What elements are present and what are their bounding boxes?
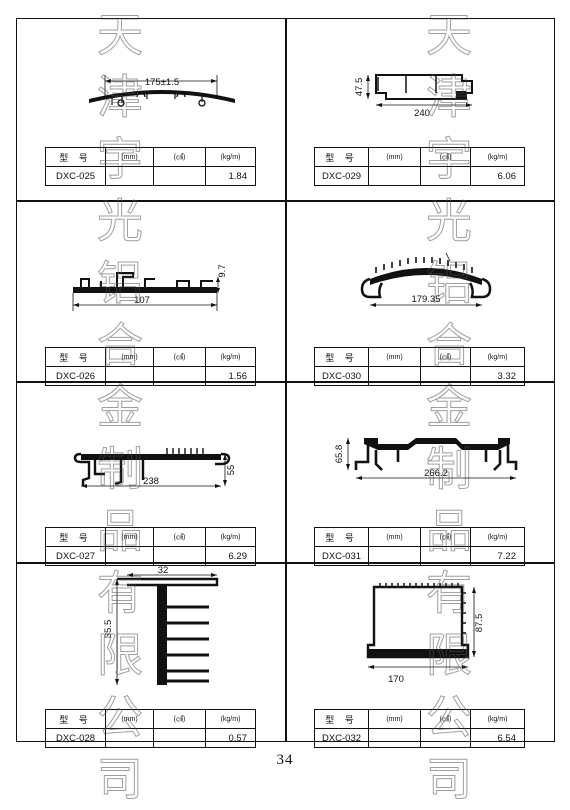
model-code: DXC-029 — [314, 166, 369, 186]
header-weight: (kg/m) — [470, 347, 525, 367]
weight-value: 1.84 — [205, 166, 256, 186]
weight-value: 0.57 — [205, 728, 256, 748]
header-weight: (kg/m) — [205, 527, 256, 547]
profile-cell-dxc-028: 32 35.5 型 号 (mm) (㎠) (kg/m) DXC-028 — [17, 563, 285, 748]
mm-value — [368, 166, 421, 186]
dim-label: 87.5 — [474, 614, 485, 633]
header-area: (㎠) — [153, 527, 206, 547]
header-model: 型 号 — [314, 347, 369, 367]
header-mm: (mm) — [105, 709, 154, 729]
header-mm: (mm) — [105, 347, 154, 367]
weight-value: 6.29 — [205, 546, 256, 566]
grid-divider-row-3 — [17, 562, 554, 564]
spec-table: 型 号 (mm) (㎠) (kg/m) DXC-032 6.54 — [314, 709, 525, 748]
weight-value: 7.22 — [470, 546, 525, 566]
header-weight: (kg/m) — [205, 147, 256, 167]
weight-value: 3.32 — [470, 366, 525, 386]
profile-cell-dxc-026: 9.7 107 型 号 (mm) (㎠) (kg/m) DXC-026 — [17, 201, 285, 386]
spec-table: 型 号 (mm) (㎠) (kg/m) DXC-030 3.32 — [314, 347, 525, 386]
dim-label: 65.8 — [334, 445, 345, 464]
model-code: DXC-032 — [314, 728, 369, 748]
weight-value: 6.06 — [470, 166, 525, 186]
header-mm: (mm) — [368, 347, 421, 367]
model-code: DXC-028 — [45, 728, 106, 748]
grid-divider-row-2 — [17, 381, 554, 383]
dim-label: 32 — [158, 565, 169, 576]
profile-cell-dxc-030: 179.35 型 号 (mm) (㎠) (kg/m) DXC-030 3.32 — [286, 201, 554, 386]
dim-label: 175±1.5 — [145, 77, 179, 88]
header-mm: (mm) — [105, 147, 154, 167]
area-value — [420, 728, 471, 748]
profile-drawing-dxc-030: 179.35 — [286, 201, 554, 329]
profile-drawing-dxc-026: 9.7 107 — [17, 201, 285, 329]
model-code: DXC-030 — [314, 366, 369, 386]
dim-label: 179.35 — [411, 294, 440, 305]
header-area: (㎠) — [420, 527, 471, 547]
profile-cell-dxc-027: 55 238 型 号 (mm) (㎠) (kg/m) DXC-027 6.29 — [17, 382, 285, 566]
header-area: (㎠) — [420, 147, 471, 167]
spec-table: 型 号 (mm) (㎠) (kg/m) DXC-028 0.57 — [45, 709, 256, 748]
profile-cell-dxc-031: 65.8 266.2 型 号 (mm) (㎠) (kg/m) DXC-031 7… — [286, 382, 554, 566]
profile-cell-dxc-032: 87.5 170 型 号 (mm) (㎠) (kg/m) DXC-032 6.5… — [286, 563, 554, 748]
header-weight: (kg/m) — [470, 709, 525, 729]
header-mm: (mm) — [368, 147, 421, 167]
dim-label: 107 — [134, 295, 150, 306]
area-value — [153, 728, 206, 748]
model-code: DXC-031 — [314, 546, 369, 566]
header-area: (㎠) — [153, 147, 206, 167]
weight-value: 1.56 — [205, 366, 256, 386]
dim-label: 47.5 — [354, 78, 365, 97]
header-model: 型 号 — [45, 527, 106, 547]
grid-divider-vertical — [285, 19, 287, 741]
header-mm: (mm) — [105, 527, 154, 547]
profile-drawing-dxc-028: 32 35.5 — [17, 563, 285, 691]
header-area: (㎠) — [153, 347, 206, 367]
dim-label: 9.7 — [217, 264, 228, 277]
header-weight: (kg/m) — [205, 347, 256, 367]
profile-drawing-dxc-032: 87.5 170 — [286, 563, 554, 691]
header-model: 型 号 — [45, 347, 106, 367]
profile-cell-dxc-029: 47.5 240 型 号 (mm) (㎠) (kg/m) DXC-029 6.0… — [286, 19, 554, 200]
area-value — [153, 166, 206, 186]
model-code: DXC-025 — [45, 166, 106, 186]
header-model: 型 号 — [45, 147, 106, 167]
grid-divider-row-1 — [17, 200, 554, 202]
profile-drawing-dxc-029: 47.5 240 — [286, 19, 554, 147]
dim-label: 238 — [143, 476, 159, 487]
dim-label: 35.5 — [103, 620, 114, 639]
dim-label: 240 — [414, 108, 430, 119]
spec-table: 型 号 (mm) (㎠) (kg/m) DXC-027 6.29 — [45, 527, 256, 566]
header-area: (㎠) — [153, 709, 206, 729]
header-mm: (mm) — [368, 527, 421, 547]
dim-label: 55 — [226, 465, 237, 476]
mm-value — [105, 166, 154, 186]
header-weight: (kg/m) — [205, 709, 256, 729]
header-model: 型 号 — [314, 147, 369, 167]
model-code: DXC-026 — [45, 366, 106, 386]
spec-table: 型 号 (mm) (㎠) (kg/m) DXC-029 6.06 — [314, 147, 525, 186]
dim-label: 170 — [388, 674, 404, 685]
header-weight: (kg/m) — [470, 527, 525, 547]
header-area: (㎠) — [420, 347, 471, 367]
spec-table: 型 号 (mm) (㎠) (kg/m) DXC-025 1.84 — [45, 147, 256, 186]
spec-table: 型 号 (mm) (㎠) (kg/m) DXC-026 1.56 — [45, 347, 256, 386]
header-model: 型 号 — [314, 527, 369, 547]
area-value — [420, 166, 471, 186]
dim-label: 266.2 — [424, 468, 448, 479]
mm-value — [368, 728, 421, 748]
page-number: 34 — [276, 752, 294, 768]
weight-value: 6.54 — [470, 728, 525, 748]
header-mm: (mm) — [368, 709, 421, 729]
header-area: (㎠) — [420, 709, 471, 729]
spec-table: 型 号 (mm) (㎠) (kg/m) DXC-031 7.22 — [314, 527, 525, 566]
profile-drawing-dxc-025: 175±1.5 — [17, 19, 285, 147]
profile-drawing-dxc-027: 55 238 — [17, 382, 285, 510]
profile-cell-dxc-025: 175±1.5 型 号 (mm) (㎠) (kg/m) DXC-025 1.84 — [17, 19, 285, 200]
mm-value — [105, 728, 154, 748]
header-model: 型 号 — [314, 709, 369, 729]
catalog-grid: 175±1.5 型 号 (mm) (㎠) (kg/m) DXC-025 1.84 — [16, 18, 555, 748]
header-weight: (kg/m) — [470, 147, 525, 167]
profile-drawing-dxc-031: 65.8 266.2 — [286, 382, 554, 510]
header-model: 型 号 — [45, 709, 106, 729]
